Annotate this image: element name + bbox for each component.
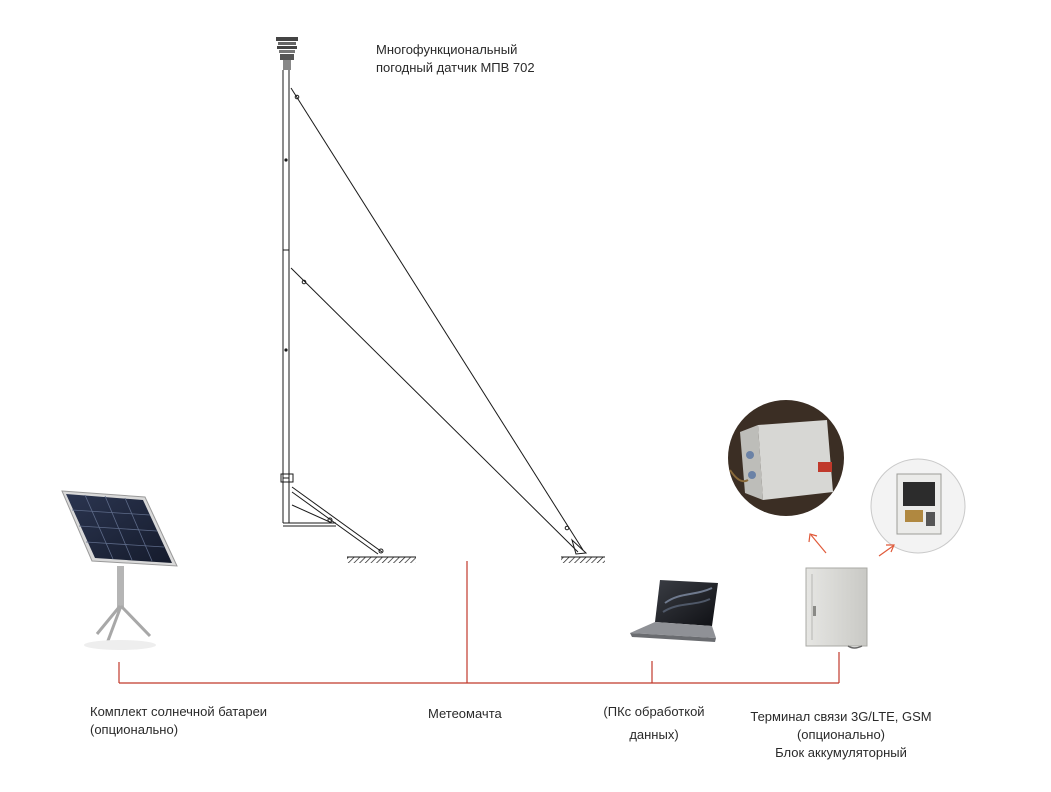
arrow-to-terminal-icon — [878, 544, 895, 557]
weather-sensor-icon — [276, 37, 298, 70]
connector-lines — [118, 561, 840, 684]
sensor-label: Многофункциональный погодный датчик МПВ … — [376, 41, 535, 77]
pc-label-line-2: данных) — [629, 727, 679, 742]
solar-kit-label: Комплект солнечной батареи (опционально) — [90, 703, 267, 739]
sensor-label-line-1: Многофункциональный — [376, 42, 518, 57]
meteo-mast — [276, 37, 605, 563]
arrow-to-battery-icon — [808, 533, 827, 554]
terminal-cabinet-icon — [805, 567, 868, 649]
battery-unit-photo — [728, 400, 844, 516]
laptop-icon — [630, 580, 718, 642]
pc-label-line-1: (ПКс обработкой — [603, 704, 705, 719]
terminal-label: Терминал связи 3G/LTE, GSM (опционально)… — [742, 708, 940, 762]
terminal-inside-photo — [870, 458, 966, 554]
terminal-label-line-2: (опционально) — [796, 727, 886, 742]
solar-panel-icon — [61, 490, 178, 650]
terminal-label-line-3: Блок аккумуляторный — [775, 745, 907, 760]
solar-kit-label-line-1: Комплект солнечной батареи — [90, 704, 268, 719]
pc-label: (ПКс обработкой данных) — [590, 703, 718, 744]
solar-kit-label-line-2: (опционально) — [90, 722, 179, 737]
sensor-label-line-2: погодный датчик МПВ 702 — [376, 60, 535, 75]
terminal-label-line-1: Терминал связи 3G/LTE, GSM — [750, 709, 932, 724]
mast-label: Метеомачта — [428, 706, 502, 721]
